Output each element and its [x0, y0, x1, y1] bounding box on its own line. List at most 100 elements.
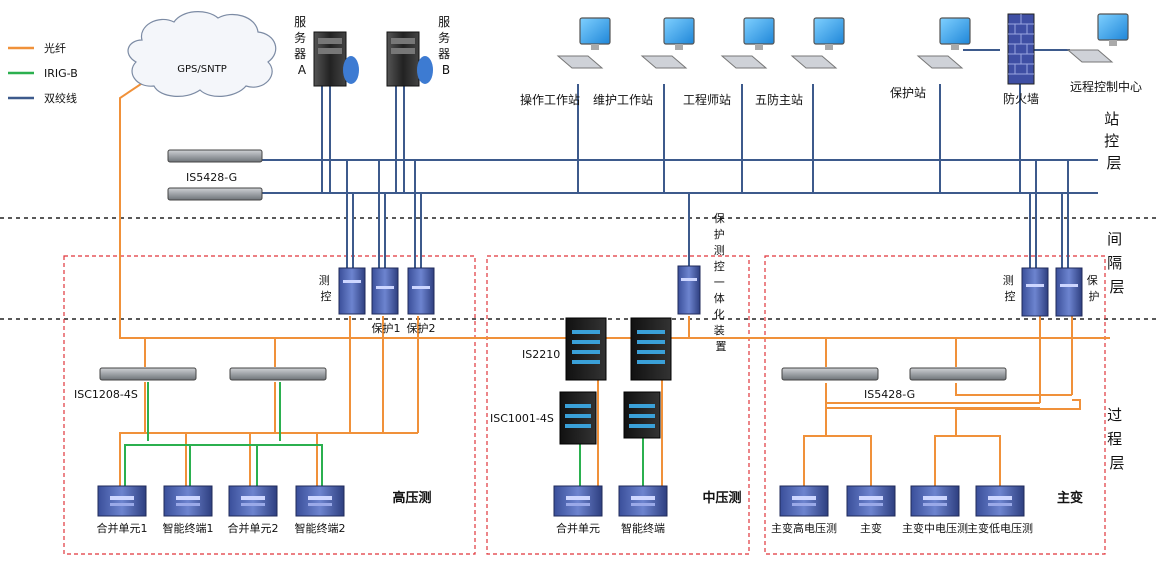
bay-layer-char-3: 层 [1109, 278, 1124, 296]
hv-prot2-unit[interactable] [407, 267, 435, 315]
mv-integrated-char-5: 一 [714, 276, 725, 289]
hv-device-label: 合并单元2 [228, 521, 279, 535]
mt-zone [764, 255, 1106, 555]
hv-device[interactable] [228, 485, 278, 517]
mt-switch-2[interactable] [909, 367, 1007, 381]
server-b-char-2: 务 [438, 30, 450, 45]
mv-device-row: 合并单元智能终端 [553, 485, 668, 535]
workstation-computer[interactable] [916, 17, 971, 69]
station-switch-1[interactable] [167, 149, 263, 163]
mt-protect-label: 保 护 [1087, 273, 1102, 303]
mv-switch-is2210-2[interactable] [630, 317, 672, 381]
hv-measure-label: 测 控 [319, 274, 334, 303]
mt-measure-char-2: 控 [1005, 289, 1016, 303]
legend-fiber-label: 光纤 [44, 41, 66, 55]
hv-device-label: 合并单元1 [97, 521, 148, 535]
twisted-pair-lines [262, 49, 1098, 268]
hv-switch-label: ISC1208-4S [74, 388, 138, 401]
process-layer-char-3: 层 [1109, 454, 1124, 472]
hv-switch-1[interactable] [99, 367, 197, 381]
mv-integrated-char-8: 装 [714, 324, 725, 337]
mv-integrated-char-3: 测 [714, 244, 725, 257]
mt-device-label: 主变低电压测 [967, 521, 1033, 535]
mv-integrated-char-7: 化 [714, 307, 725, 321]
server-a[interactable] [313, 31, 359, 87]
bay-layer-char-1: 间 [1107, 230, 1122, 248]
mv-integrated-char-1: 保 [714, 211, 725, 225]
gps-sntp-label: GPS/SNTP [177, 64, 226, 75]
mv-integrated-label: 保 护 测 控 一 体 化 装 置 [714, 211, 729, 353]
mt-device[interactable] [779, 485, 829, 517]
legend: 光纤 IRIG-B 双绞线 [8, 41, 78, 105]
hv-device-label: 智能终端1 [163, 521, 214, 535]
workstation-computer[interactable] [720, 17, 775, 69]
workstation-computer[interactable] [790, 17, 845, 69]
bay-layer-char-2: 隔 [1107, 254, 1122, 272]
server-a-char-4: A [298, 63, 307, 77]
mv-integrated-char-9: 置 [716, 340, 727, 353]
station-switch-2[interactable] [167, 187, 263, 201]
mv-zone-title: 中压测 [702, 490, 741, 506]
mt-protect-char-1: 保 [1087, 273, 1098, 287]
server-b-char-3: 器 [438, 47, 450, 61]
mv-switch-isc1001-1[interactable] [559, 391, 597, 445]
mv-device-label: 智能终端 [621, 521, 665, 535]
hv-device-label: 智能终端2 [295, 521, 346, 535]
server-a-label: 服 务 器 A [294, 15, 310, 77]
mv-zone [486, 255, 750, 555]
process-layer-char-2: 程 [1107, 430, 1122, 448]
mv-device[interactable] [553, 485, 603, 517]
process-layer-char-1: 过 [1107, 406, 1122, 424]
firewall-icon[interactable] [1007, 13, 1035, 85]
mt-device[interactable] [910, 485, 960, 517]
server-b-label: 服 务 器 B [438, 15, 454, 77]
mv-device[interactable] [618, 485, 668, 517]
hv-switch-2[interactable] [229, 367, 327, 381]
server-b-char-1: 服 [438, 15, 450, 29]
mv-switch-is2210-1[interactable] [565, 317, 607, 381]
mt-switch-1[interactable] [781, 367, 879, 381]
remote-control-center-label: 远程控制中心 [1070, 79, 1142, 94]
station-layer-char-3: 层 [1106, 154, 1121, 172]
workstation-computer[interactable] [640, 17, 695, 69]
hv-zone-title: 高压测 [392, 490, 431, 506]
workstation-label: 工程师站 [683, 92, 731, 107]
hv-device[interactable] [295, 485, 345, 517]
gps-sntp-cloud: GPS/SNTP [127, 11, 277, 97]
mt-device[interactable] [975, 485, 1025, 517]
hv-prot2-label: 保护2 [407, 321, 436, 335]
workstation-label: 五防主站 [755, 92, 803, 107]
mt-measure-char-1: 测 [1003, 274, 1014, 287]
hv-device-row: 合并单元1 智能终端1 合并单元2 智能终端2 [97, 485, 346, 535]
hv-measure-unit[interactable] [338, 267, 366, 315]
workstations: 操作工作站维护工作站工程师站五防主站保护站远程控制中心 [520, 13, 1142, 107]
hv-device[interactable] [97, 485, 147, 517]
station-switch-label: IS5428-G [186, 171, 237, 184]
station-layer-label: 站 控 层 [1104, 110, 1124, 172]
hv-prot1-unit[interactable] [371, 267, 399, 315]
hv-measure-char-1: 测 [319, 274, 330, 287]
mv-switch2-label: ISC1001-4S [490, 412, 554, 425]
mt-protect-unit[interactable] [1055, 267, 1083, 317]
mt-device-label: 主变 [860, 521, 882, 535]
mt-measure-label: 测 控 [1003, 274, 1018, 303]
mv-integrated-unit[interactable] [677, 265, 701, 315]
mv-integrated-char-2: 护 [714, 227, 725, 241]
remote-control-center-computer[interactable] [1066, 13, 1129, 63]
mv-switch-isc1001-2[interactable] [623, 391, 661, 439]
workstation-computer[interactable] [556, 17, 611, 69]
hv-device[interactable] [163, 485, 213, 517]
process-layer-label: 过 程 层 [1107, 406, 1127, 472]
hv-prot1-label: 保护1 [372, 321, 401, 335]
server-b[interactable] [386, 31, 433, 87]
mt-device-label: 主变中电压测 [902, 521, 968, 535]
mt-device-row: 主变高电压测主变主变中电压测主变低电压测 [771, 485, 1033, 535]
hv-zone [63, 255, 476, 555]
mt-measure-unit[interactable] [1021, 267, 1049, 317]
bay-layer-label: 间 隔 层 [1107, 230, 1127, 296]
hv-measure-char-2: 控 [321, 289, 332, 303]
server-a-char-1: 服 [294, 15, 306, 29]
mt-device[interactable] [846, 485, 896, 517]
mv-switch-label: IS2210 [522, 348, 560, 361]
